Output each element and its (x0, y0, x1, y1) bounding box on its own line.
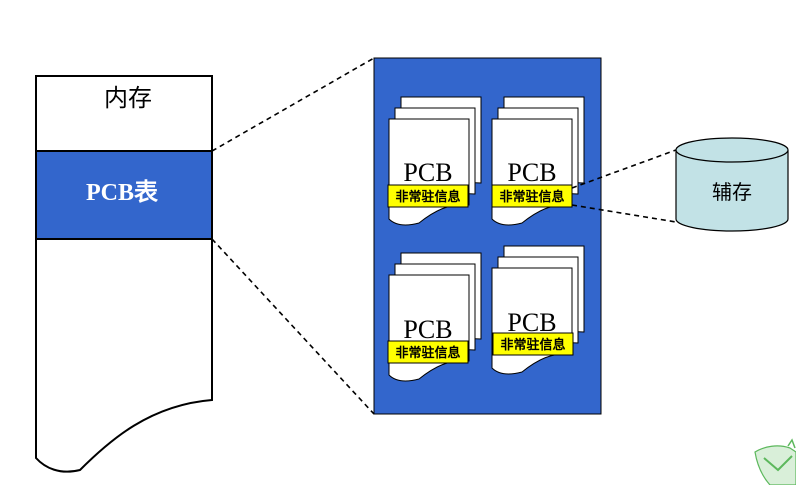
pcb-card-2-tag-box (491, 184, 573, 208)
pcb-card-3-label: PCB (403, 315, 452, 344)
pcb-card-1-tag-box (387, 184, 469, 208)
pcb-card-4-label: PCB (507, 308, 556, 337)
pcb-card-4-tag-box (492, 332, 574, 356)
corner-logo-icon (754, 438, 796, 485)
secondary-storage-cylinder (675, 137, 789, 232)
pcb-card-4-tag: 非常驻信息 (500, 337, 565, 353)
connector-top (211, 57, 375, 152)
pcb-table-band (35, 150, 213, 240)
pcb-table-label: PCB表 (86, 179, 159, 206)
pcb-card-3-tag-box (387, 340, 469, 364)
connector-bottom (211, 238, 375, 415)
pcb-card-1-tag: 非常驻信息 (395, 189, 460, 205)
pcb-card-2-tag: 非常驻信息 (499, 189, 564, 205)
secondary-storage-label: 辅存 (712, 180, 752, 204)
pcb-card-2-label: PCB (507, 158, 556, 187)
memory-block: 内存 PCB表 (35, 75, 213, 473)
pcb-card-3-tag: 非常驻信息 (395, 345, 460, 361)
pcb-card-1-label: PCB (403, 158, 452, 187)
connector-storage-top (571, 149, 677, 189)
memory-outline (35, 75, 213, 473)
memory-title: 内存 (104, 85, 152, 112)
